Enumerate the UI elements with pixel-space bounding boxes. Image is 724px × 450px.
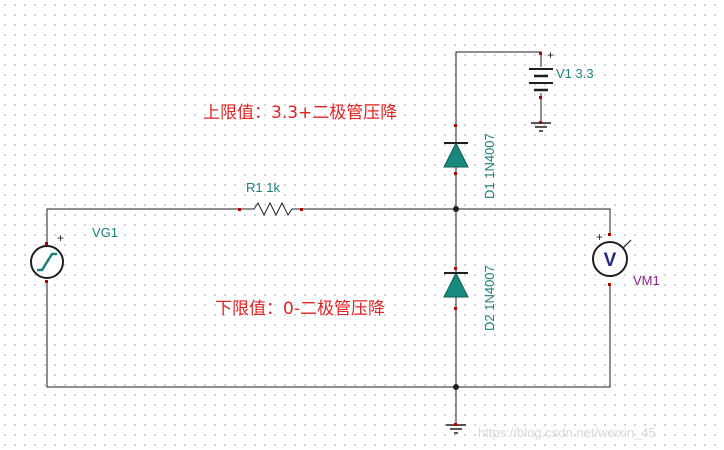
junction-node-bottom (453, 384, 459, 390)
meter-indicator-icon (622, 239, 632, 249)
battery-label: V1 3.3 (556, 66, 594, 81)
voltmeter-vm1[interactable]: V + VM1 (592, 230, 660, 288)
wire-resistor-to-node-to-meter (302, 208, 611, 235)
pin-markers (45, 52, 611, 426)
diode-d1[interactable]: D1 1N4007 (443, 125, 497, 199)
ground-bottom-icon (446, 424, 466, 434)
ramp-waveform-icon (37, 252, 57, 272)
lower-limit-annotation: 下限值：0-二极管压降 (215, 299, 385, 319)
upper-limit-annotation: 上限值：3.3+二极管压降 (203, 103, 397, 123)
diode-d2-label: D2 1N4007 (482, 265, 497, 331)
generator-label: VG1 (92, 225, 118, 240)
function-generator-vg1[interactable]: + VG1 (30, 225, 118, 279)
wire-generator-to-resistor (46, 208, 240, 243)
battery-plus-sign: + (547, 48, 554, 62)
battery-v1[interactable]: + V1 3.3 (529, 48, 594, 92)
generator-plus-sign: + (57, 231, 64, 245)
wire-d1-to-battery (455, 51, 542, 125)
diode-d2[interactable]: D2 1N4007 (443, 265, 497, 331)
wire-bottom-return (46, 281, 611, 388)
voltmeter-plus-sign: + (596, 230, 603, 244)
resistor-label: R1 1k (246, 180, 280, 195)
ground-battery-icon (531, 122, 551, 132)
diode-d1-label: D1 1N4007 (482, 133, 497, 199)
resistor-r1[interactable]: R1 1k (240, 180, 302, 217)
voltmeter-symbol: V (604, 250, 617, 271)
watermark-text: https://blog.csdn.net/weixin_45 (478, 425, 656, 440)
junction-node-top (453, 206, 459, 212)
voltmeter-label: VM1 (633, 273, 660, 288)
